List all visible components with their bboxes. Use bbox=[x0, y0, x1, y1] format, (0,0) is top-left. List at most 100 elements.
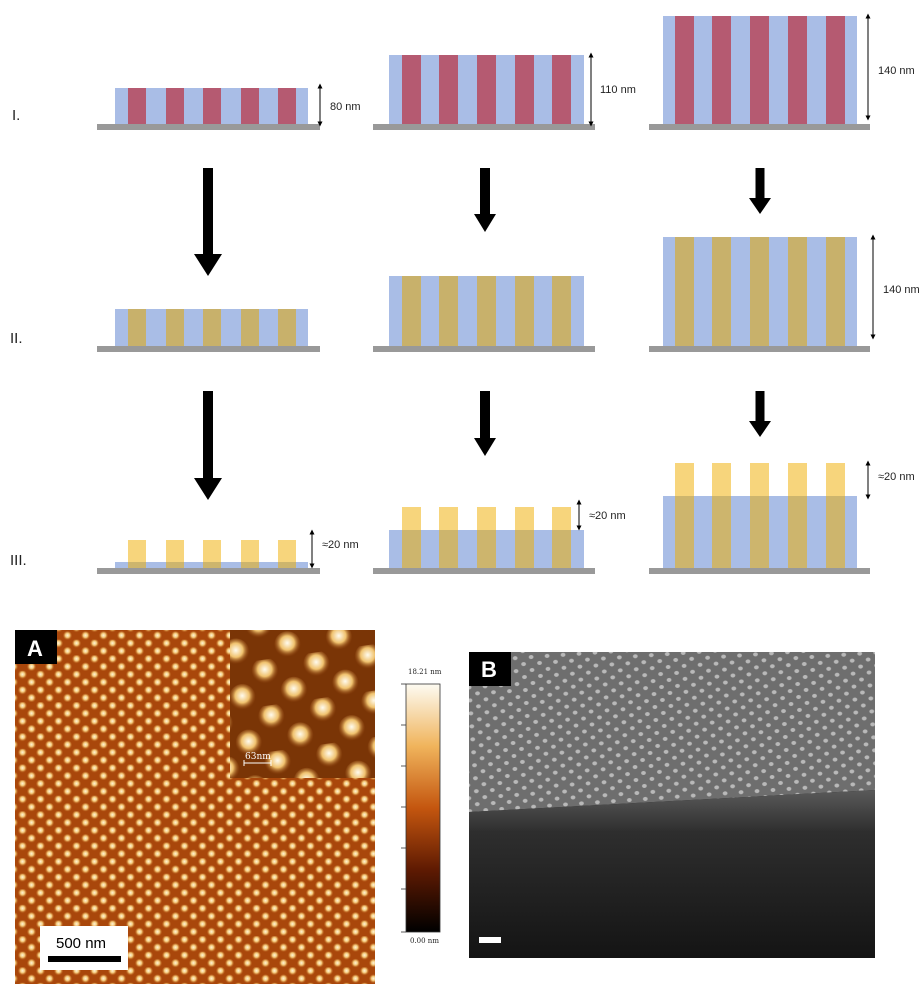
process-arrow-head-5 bbox=[474, 438, 496, 456]
pillar-r1-c3-4 bbox=[788, 16, 807, 124]
pillar-r2-c1-3 bbox=[203, 309, 221, 346]
pillar-r1-c1-3 bbox=[203, 88, 221, 124]
pillar-r1-c1-1 bbox=[128, 88, 146, 124]
colorbar-gradient bbox=[405, 683, 441, 933]
panel-b-badge-label: B bbox=[481, 657, 497, 682]
process-arrow-shaft-6 bbox=[755, 391, 765, 421]
pillar-r3-c1-4 bbox=[241, 540, 259, 568]
pillar-embedded-r3-c1-5 bbox=[278, 562, 296, 568]
pillar-embedded-r3-c1-3 bbox=[203, 562, 221, 568]
pillar-embedded-r3-c2-4 bbox=[515, 530, 534, 568]
process-arrow-head-6 bbox=[749, 421, 771, 437]
process-arrow-head-4 bbox=[194, 478, 222, 500]
pillar-r2-c2-5 bbox=[552, 276, 571, 346]
pillar-r1-c2-5 bbox=[552, 55, 571, 124]
row-label-1: I. bbox=[12, 107, 20, 124]
pillar-r1-c3-3 bbox=[750, 16, 769, 124]
dim-c1-r3: ≈20 nm bbox=[322, 539, 359, 551]
dim-c2-r3: ≈20 nm bbox=[589, 510, 626, 522]
pillar-r3-c1-3 bbox=[203, 540, 221, 568]
pillar-embedded-r3-c2-5 bbox=[552, 530, 571, 568]
panel-a-badge bbox=[15, 630, 57, 664]
pillar-r3-c1-5 bbox=[278, 540, 296, 568]
process-arrow-shaft-2 bbox=[480, 168, 490, 214]
pillar-r2-c3-4 bbox=[788, 237, 807, 346]
pillar-embedded-r3-c3-1 bbox=[675, 496, 694, 568]
process-arrow-shaft-4 bbox=[203, 391, 213, 478]
substrate-r2-c2 bbox=[373, 346, 595, 352]
dim-c2-r1: 110 nm bbox=[600, 84, 636, 96]
substrate-r3-c3 bbox=[649, 568, 870, 574]
pillar-r2-c2-3 bbox=[477, 276, 496, 346]
pillar-embedded-r3-c3-5 bbox=[826, 496, 845, 568]
colorbar-min-label: 0.00 nm bbox=[410, 937, 439, 945]
substrate-r3-c2 bbox=[373, 568, 595, 574]
row-label-3: III. bbox=[10, 552, 27, 569]
pillar-r2-c2-2 bbox=[439, 276, 458, 346]
process-arrow-head-1 bbox=[194, 254, 222, 276]
afm-inset bbox=[230, 630, 375, 778]
pillar-r2-c1-5 bbox=[278, 309, 296, 346]
pillar-r2-c1-4 bbox=[241, 309, 259, 346]
scale-bar bbox=[48, 956, 121, 962]
substrate-r2-c3 bbox=[649, 346, 870, 352]
pillar-r1-c3-5 bbox=[826, 16, 845, 124]
pillar-r2-c1-1 bbox=[128, 309, 146, 346]
pillar-embedded-r3-c2-2 bbox=[439, 530, 458, 568]
pillar-r2-c2-4 bbox=[515, 276, 534, 346]
inset-scale-label: 63nm bbox=[245, 752, 271, 762]
pillar-embedded-r3-c2-3 bbox=[477, 530, 496, 568]
sem-surface bbox=[469, 652, 875, 812]
panel-b: B bbox=[469, 652, 875, 958]
pillar-r3-c1-2 bbox=[166, 540, 184, 568]
substrate-r2-c1 bbox=[97, 346, 320, 352]
panel-a: 63nm A 500 nm bbox=[15, 630, 375, 984]
dim-c3-r3: ≈20 nm bbox=[878, 471, 915, 483]
panel-a-badge-label: A bbox=[27, 636, 43, 661]
pillar-r1-c2-3 bbox=[477, 55, 496, 124]
scale-bar-label: 500 nm bbox=[56, 935, 106, 952]
pillar-r1-c1-4 bbox=[241, 88, 259, 124]
dim-c3-r1: 140 nm bbox=[878, 65, 915, 77]
film-schematics bbox=[97, 13, 876, 574]
process-arrow-shaft-1 bbox=[203, 168, 213, 254]
pillar-r2-c2-1 bbox=[402, 276, 421, 346]
pillar-embedded-r3-c3-3 bbox=[750, 496, 769, 568]
pillar-r1-c3-2 bbox=[712, 16, 731, 124]
row-label-2: II. bbox=[10, 330, 23, 347]
process-arrow-shaft-5 bbox=[480, 391, 490, 438]
process-arrow-head-3 bbox=[749, 198, 771, 214]
pillar-r1-c1-5 bbox=[278, 88, 296, 124]
panel-b-badge bbox=[469, 652, 511, 686]
substrate-r1-c2 bbox=[373, 124, 595, 130]
sem-crosssection bbox=[469, 790, 875, 958]
pillar-embedded-r3-c3-4 bbox=[788, 496, 807, 568]
pillar-r2-c3-3 bbox=[750, 237, 769, 346]
colorbar: 18.21 nm 0.00 nm bbox=[401, 668, 442, 945]
inset-scale-bar: 63nm bbox=[243, 752, 272, 766]
substrate-r3-c1 bbox=[97, 568, 320, 574]
colorbar-max-label: 18.21 nm bbox=[408, 668, 442, 676]
substrate-r1-c3 bbox=[649, 124, 870, 130]
process-arrow-head-2 bbox=[474, 214, 496, 232]
pillar-r2-c1-2 bbox=[166, 309, 184, 346]
pillar-r1-c1-2 bbox=[166, 88, 184, 124]
dim-c1-r1: 80 nm bbox=[330, 101, 361, 113]
substrate-r1-c1 bbox=[97, 124, 320, 130]
pillar-embedded-r3-c1-4 bbox=[241, 562, 259, 568]
pillar-r2-c3-1 bbox=[675, 237, 694, 346]
pillar-r1-c2-1 bbox=[402, 55, 421, 124]
pillar-embedded-r3-c1-1 bbox=[128, 562, 146, 568]
pillar-r2-c3-2 bbox=[712, 237, 731, 346]
pillar-r1-c2-2 bbox=[439, 55, 458, 124]
sem-scale-bar bbox=[479, 937, 501, 943]
pillar-embedded-r3-c1-2 bbox=[166, 562, 184, 568]
pillar-r2-c3-5 bbox=[826, 237, 845, 346]
scale-bar-box bbox=[40, 926, 128, 970]
pillar-embedded-r3-c3-2 bbox=[712, 496, 731, 568]
pillar-r1-c3-1 bbox=[675, 16, 694, 124]
pillar-r3-c1-1 bbox=[128, 540, 146, 568]
dim-c3-r2: 140 nm bbox=[883, 284, 920, 296]
pillar-r1-c2-4 bbox=[515, 55, 534, 124]
